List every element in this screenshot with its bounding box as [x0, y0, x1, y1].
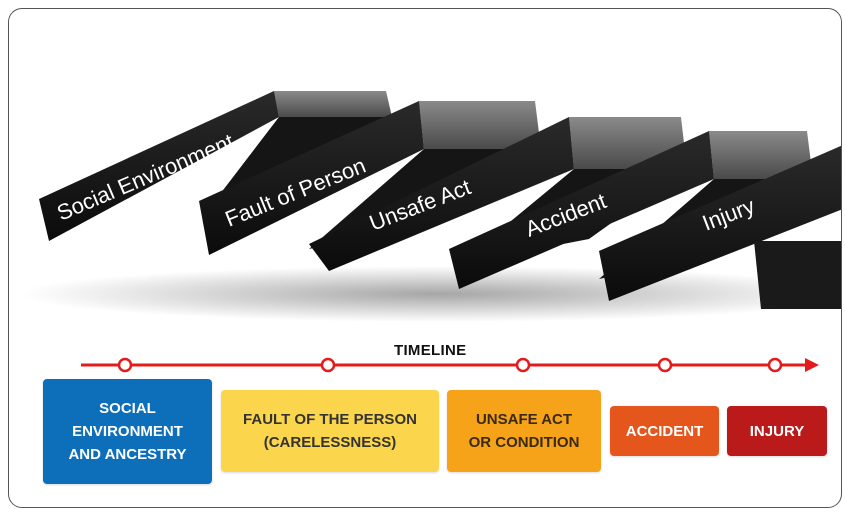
timeline-marker-3 [515, 357, 531, 373]
timeline-marker-5 [767, 357, 783, 373]
timeline-arrow [81, 357, 819, 373]
stage-social-environment: SOCIAL ENVIRONMENT AND ANCESTRY [43, 379, 212, 484]
timeline-marker-2 [320, 357, 336, 373]
domino-illustration: Social Environment Fault of Person Unsaf… [19, 91, 841, 322]
stage-fault-of-person: FAULT OF THE PERSON (CARELESSNESS) [221, 390, 439, 472]
diagram-frame: Social Environment Fault of Person Unsaf… [8, 8, 842, 508]
stage-injury: INJURY [727, 406, 827, 456]
timeline-marker-4 [657, 357, 673, 373]
timeline-title: TIMELINE [394, 342, 467, 359]
timeline-marker-1 [117, 357, 133, 373]
stage-accident: ACCIDENT [610, 406, 719, 456]
stage-unsafe-act: UNSAFE ACT OR CONDITION [447, 390, 601, 472]
timeline-arrowhead [805, 358, 819, 372]
